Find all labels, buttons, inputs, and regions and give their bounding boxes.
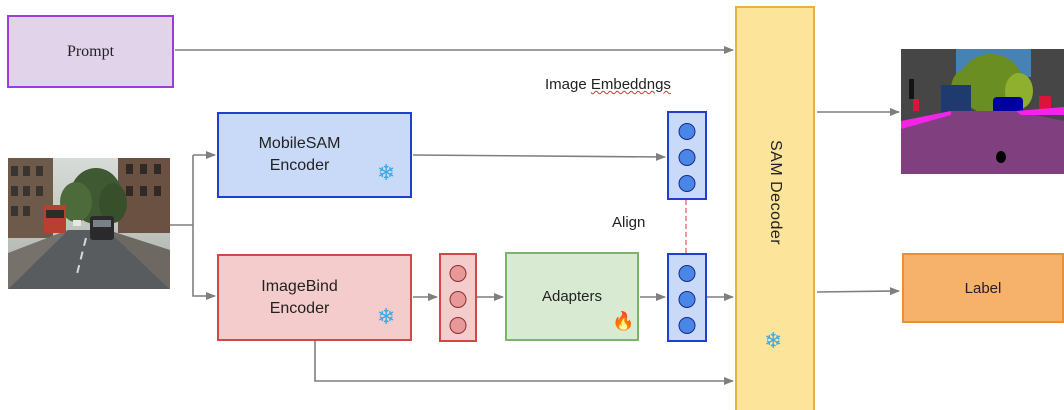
arrow-decoder-to-label [816, 287, 900, 296]
label-output-text: Label [964, 279, 1002, 297]
imagebind-encoder-line2: Encoder [269, 299, 330, 317]
mobilesam-encoder-line1: MobileSAM [258, 135, 341, 152]
imagebind-snowflake-icon: ❄ [377, 304, 396, 329]
arrow-to-imagebind [192, 225, 216, 300]
sam-decoder-label: SAM Decoder [767, 140, 784, 246]
adapters-label: Adapters [541, 288, 603, 305]
embedding-dot [678, 317, 696, 334]
arrow-mobilesam-to-embeddings [412, 152, 666, 161]
mobilesam-encoder-line2: Encoder [269, 157, 330, 174]
imagebind-feature-column [439, 253, 477, 342]
sam-decoder-label-wrap: SAM Decoder [737, 108, 813, 278]
input-street-image [8, 158, 170, 289]
sam-decoder-snowflake-icon: ❄ [764, 328, 783, 353]
embedding-dot [678, 265, 696, 282]
embedding-dot [678, 123, 696, 140]
imagebind-encoder-box: ImageBind Encoder [217, 254, 412, 341]
prompt-box: Prompt [7, 15, 174, 88]
embedding-dot [678, 291, 696, 308]
adapted-embedding-column [667, 253, 707, 342]
adapters-flame-icon: 🔥 [612, 311, 635, 331]
embedding-dot [678, 149, 696, 166]
mobilesam-embedding-column [667, 111, 707, 200]
align-label: Align [612, 214, 646, 231]
arrow-imagebind-to-decoder [314, 341, 734, 385]
feature-dot [449, 317, 467, 334]
embedding-dot [678, 175, 696, 192]
sam-decoder-box: SAM Decoder ❄ [735, 6, 815, 410]
feature-dot [449, 291, 467, 308]
label-output-box: Label [902, 253, 1064, 323]
segmentation-output-image [901, 49, 1064, 174]
arrow-input-split [170, 155, 194, 226]
prompt-label: Prompt [66, 42, 115, 60]
adapters-box: Adapters [505, 252, 639, 341]
image-embeddings-label: Image Embeddngs [545, 76, 671, 93]
feature-dot [449, 265, 467, 282]
mobilesam-snowflake-icon: ❄ [377, 160, 396, 185]
mobilesam-encoder-box: MobileSAM Encoder [217, 112, 412, 198]
imagebind-encoder-line1: ImageBind [261, 277, 338, 295]
